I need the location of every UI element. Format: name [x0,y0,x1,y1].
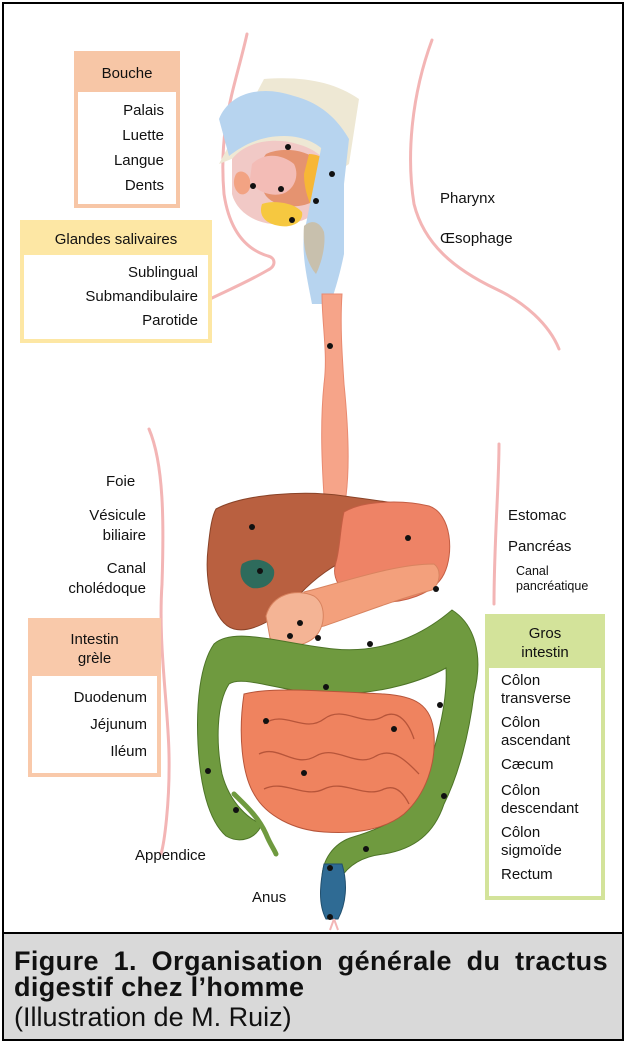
glandes-title: Glandes salivaires [24,224,208,255]
list-item: Palais [84,98,164,123]
list-item: Rectum [501,866,595,884]
bouche-title: Bouche [78,55,176,92]
label-pancreas: Pancréas [508,537,571,556]
list-item: Luette [84,123,164,148]
label-anus: Anus [252,888,286,907]
gros-intestin-box: Gros intestin Côlon transverse Côlon asc… [485,614,605,900]
label-canal-choledoque: Canal cholédoque [46,559,146,599]
list-item: Côlon transverse [501,672,581,708]
label-oesophage: Œsophage [440,229,513,248]
list-item: Jéjunum [38,711,147,738]
label-foie: Foie [106,472,135,491]
bouche-box: Bouche Palais Luette Langue Dents [74,51,180,208]
list-item: Côlon sigmoïde [501,824,581,860]
label-pharynx: Pharynx [440,189,495,208]
list-item: Côlon descendant [501,782,581,818]
caption-title: Figure 1. Organisation générale du tract… [14,948,608,1000]
label-appendice: Appendice [135,846,206,865]
bouche-list: Palais Luette Langue Dents [78,92,176,204]
list-item: Langue [84,148,164,173]
label-estomac: Estomac [508,506,566,525]
glandes-salivaires-box: Glandes salivaires Sublingual Submandibu… [20,220,212,343]
head-illustration [219,78,359,304]
caption-credit: (Illustration de M. Ruiz) [14,1002,292,1032]
list-item: Dents [84,173,164,198]
list-item: Cæcum [501,756,595,774]
intestin-grele-list: Duodenum Jéjunum Iléum [32,676,157,773]
label-vesicule: Vésicule biliaire [70,506,146,546]
rectum [321,864,346,919]
list-item: Côlon ascendant [501,714,581,750]
figure-caption: Figure 1. Organisation générale du tract… [4,932,624,1041]
list-item: Duodenum [38,684,147,711]
list-item: Parotide [30,309,198,333]
glandes-list: Sublingual Submandibulaire Parotide [24,255,208,339]
list-item: Submandibulaire [30,285,198,309]
label-canal-pancreatique: Canal pancréatique [516,564,616,594]
list-item: Sublingual [30,261,198,285]
gros-intestin-list: Côlon transverse Côlon ascendant Cæcum C… [489,668,601,896]
oesophagus [322,294,348,496]
list-item: Iléum [38,738,147,765]
intestin-grele-box: Intestin grèle Duodenum Jéjunum Iléum [28,618,161,777]
gros-intestin-title: Gros intestin [489,618,601,668]
intestin-grele-title: Intestin grèle [32,622,157,676]
